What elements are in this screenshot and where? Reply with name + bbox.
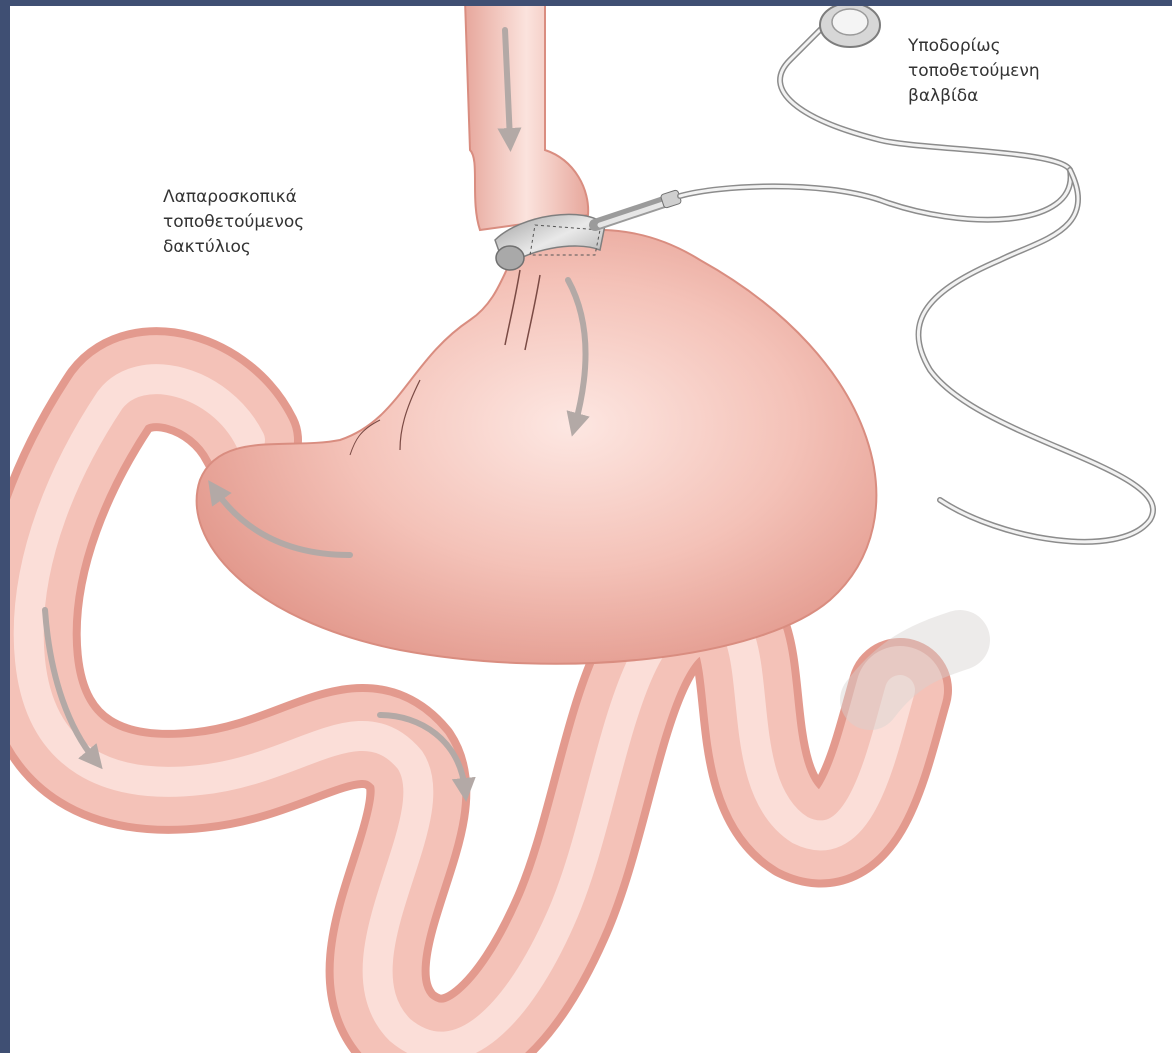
esophagus xyxy=(465,0,588,230)
band-label-line-1: Λαπαροσκοπικά xyxy=(163,185,304,210)
valve-label-line-2: τοποθετούμενη xyxy=(908,59,1040,84)
port-valve-icon xyxy=(820,3,880,47)
valve-label-line-3: βαλβίδα xyxy=(908,84,1040,109)
band-label-line-2: τοποθετούμενος xyxy=(163,210,304,235)
valve-label: Υποδορίως τοποθετούμενη βαλβίδα xyxy=(908,34,1040,109)
stomach xyxy=(197,230,877,664)
band-label: Λαπαροσκοπικά τοποθετούμενος δακτύλιος xyxy=(163,185,304,260)
band-label-line-3: δακτύλιος xyxy=(163,235,304,260)
valve-label-line-1: Υποδορίως xyxy=(908,34,1040,59)
